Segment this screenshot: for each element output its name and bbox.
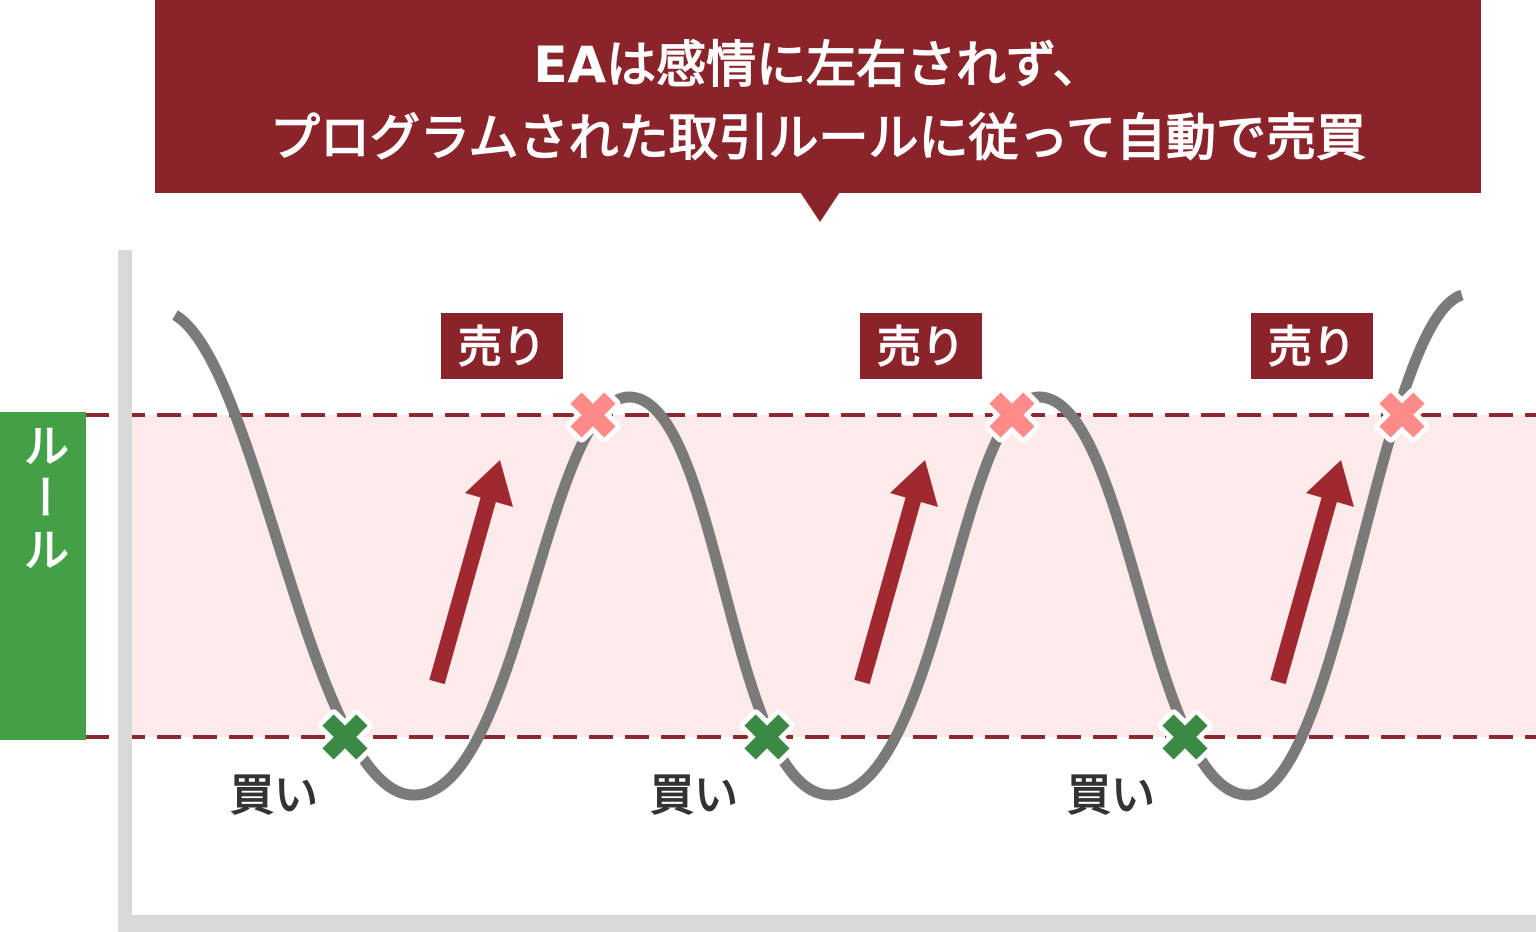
title-line-1: EAは感情に左右されず、 xyxy=(533,36,1102,94)
title-line-2: プログラムされた取引ルールに従って自動で売買 xyxy=(270,109,1366,167)
price-curve xyxy=(171,289,1465,801)
header-callout: EAは感情に左右されず、 プログラムされた取引ルールに従って自動で売買 xyxy=(155,0,1481,222)
sell-label: 売り xyxy=(860,313,982,379)
buy-marker-icon xyxy=(739,709,795,765)
up-arrow-icon xyxy=(854,460,938,685)
buy-marker-icon xyxy=(1157,709,1213,765)
sell-label-text: 売り xyxy=(1268,322,1356,373)
up-arrow-icon xyxy=(1270,460,1354,685)
sell-label-text: 売り xyxy=(877,322,965,373)
buy-marker-icon xyxy=(317,709,373,765)
sell-label: 売り xyxy=(441,313,563,379)
sell-label: 売り xyxy=(1251,313,1373,379)
rule-label: ルール xyxy=(16,422,70,578)
axes xyxy=(118,250,1536,932)
sell-marker-icon xyxy=(1374,387,1430,443)
buy-label: 買い xyxy=(230,770,318,821)
sell-label-text: 売り xyxy=(458,322,546,373)
buy-label: 買い xyxy=(650,770,738,821)
rule-box: ルール xyxy=(0,412,86,740)
sell-marker-icon xyxy=(565,387,621,443)
up-arrow-icon xyxy=(429,460,513,685)
sell-marker-icon xyxy=(984,387,1040,443)
buy-label: 買い xyxy=(1067,770,1155,821)
